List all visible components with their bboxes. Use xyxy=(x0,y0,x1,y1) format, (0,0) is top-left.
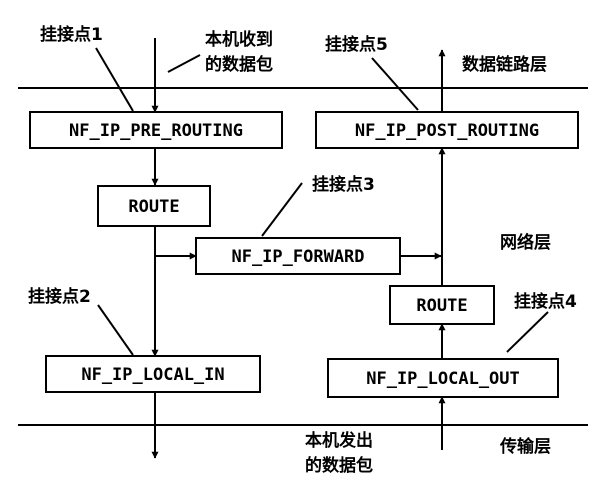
post-routing-box xyxy=(315,111,579,149)
hook-point-2-label: 挂接点2 xyxy=(28,286,91,307)
data-link-layer-label: 数据链路层 xyxy=(462,54,547,75)
forward-label: NF_IP_FORWARD xyxy=(231,247,364,267)
received-packet-label-line2: 的数据包 xyxy=(205,54,273,75)
route-right-label: ROUTE xyxy=(416,296,467,316)
post-routing-label: NF_IP_POST_ROUTING xyxy=(355,121,539,141)
received-packet-label-line1: 本机收到 xyxy=(205,29,273,50)
route-box-right xyxy=(389,285,495,325)
route-left-label: ROUTE xyxy=(128,197,179,217)
transport-layer-label: 传输层 xyxy=(499,436,551,457)
pre-routing-box xyxy=(29,111,283,149)
hook-point-4-label: 挂接点4 xyxy=(514,291,577,312)
local-out-label: NF_IP_LOCAL_OUT xyxy=(366,369,520,389)
route-box-left xyxy=(97,185,211,227)
hook-point-3-pointer xyxy=(261,182,303,237)
sent-packet-label-line2: 的数据包 xyxy=(305,455,373,476)
sent-packet-label-line1: 本机发出 xyxy=(305,430,373,451)
local-out-box xyxy=(327,358,559,398)
forward-box xyxy=(195,237,401,275)
local-in-label: NF_IP_LOCAL_IN xyxy=(81,365,224,385)
hook-point-2-pointer xyxy=(97,304,134,356)
local-in-box xyxy=(45,355,261,393)
hook-point-3-label: 挂接点3 xyxy=(312,174,375,195)
hook-point-4-pointer xyxy=(506,311,549,353)
received-packet-pointer xyxy=(167,54,201,73)
network-layer-label: 网络层 xyxy=(500,232,551,253)
pre-routing-label: NF_IP_PRE_ROUTING xyxy=(69,121,243,141)
hook-point-5-pointer xyxy=(371,57,419,111)
hook-point-1-label: 挂接点1 xyxy=(40,24,103,45)
hook-point-5-label: 挂接点5 xyxy=(325,34,388,55)
hook-point-1-pointer xyxy=(95,47,134,112)
